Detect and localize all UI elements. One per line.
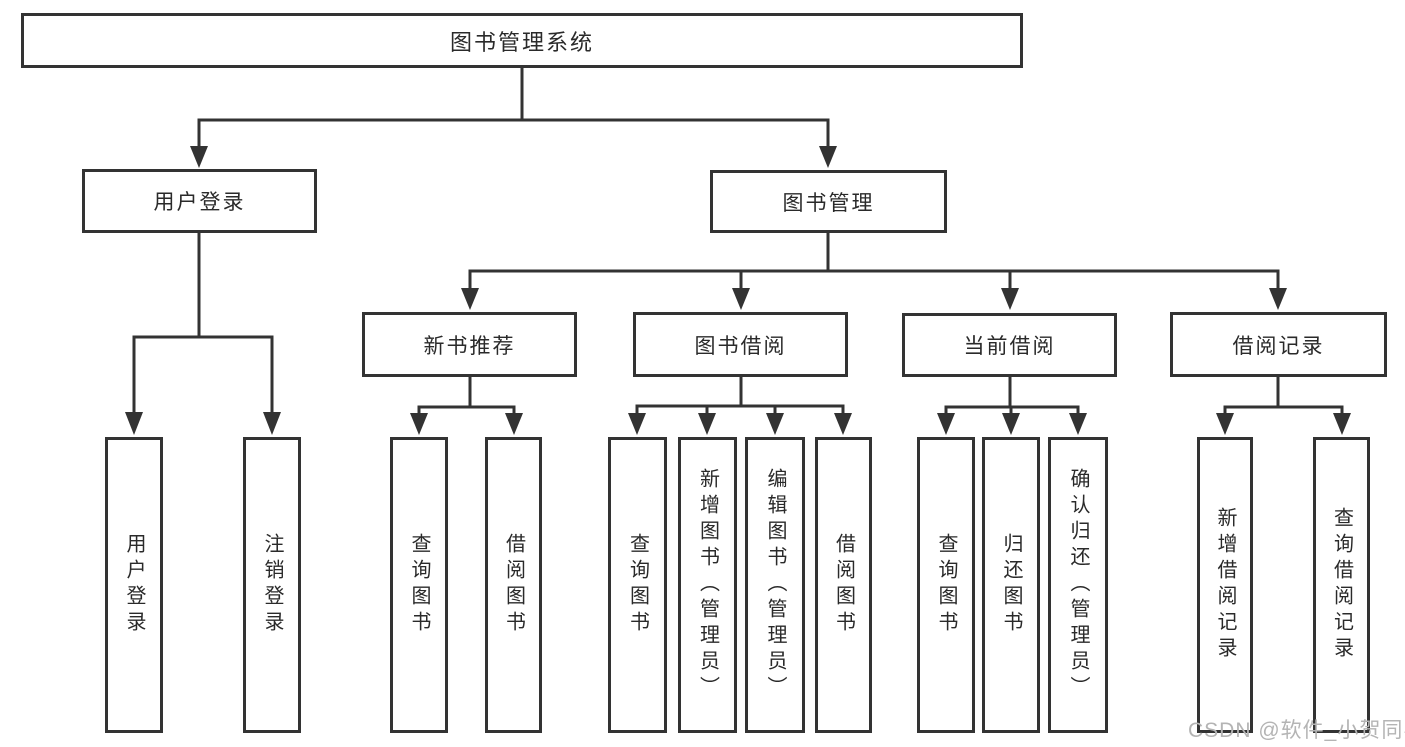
node-label: 借阅记录 [1232,334,1325,358]
node-book-borrow: 图书借阅 [633,312,848,377]
node-label: 用户登录 [153,191,246,214]
connector-current-to-leaves [944,377,1080,417]
leaf-label: 查询图书 [408,533,430,637]
node-label: 图书管理 [782,191,875,215]
leaf-label: 借阅图书 [502,533,525,637]
leaf-label: 借阅图书 [832,533,855,637]
connector-user-to-leaves [132,233,274,416]
leaf-add-borrow-record: 新增借阅记录 [1197,437,1253,733]
node-new-book-recommend: 新书推荐 [362,312,577,377]
node-root-system: 图书管理系统 [21,13,1023,68]
node-book-management-branch: 图书管理 [710,170,947,233]
connector-books-to-level3 [468,233,1280,292]
leaf-label: 确认归还（管理员） [1067,468,1089,702]
node-label: 新书推荐 [423,334,516,358]
leaf-label: 注销登录 [261,533,283,637]
leaf-label: 归还图书 [1000,533,1022,637]
leaf-return-books: 归还图书 [982,437,1040,733]
leaf-borrow-books-recommend: 借阅图书 [485,437,542,733]
connector-borrow-to-leaves [635,377,845,417]
leaf-label: 查询借阅记录 [1330,507,1353,663]
leaf-label: 用户登录 [123,533,145,637]
node-label: 图书管理系统 [449,29,594,55]
connector-root-to-level2 [197,68,830,150]
leaf-label: 查询图书 [626,533,649,637]
leaf-add-books-admin: 新增图书（管理员） [678,437,737,733]
leaf-borrow-books: 借阅图书 [815,437,872,733]
leaf-label: 新增借阅记录 [1214,507,1236,663]
leaf-query-books-current: 查询图书 [917,437,975,733]
leaf-label: 编辑图书（管理员） [764,468,786,702]
leaf-label: 查询图书 [935,533,957,637]
csdn-watermark: CSDN @软件_小贺同学 [1188,719,1405,742]
leaf-confirm-return-admin: 确认归还（管理员） [1048,437,1108,733]
leaf-logout: 注销登录 [243,437,301,733]
leaf-label: 新增图书（管理员） [696,468,719,702]
connector-recommend-to-leaves [417,377,516,417]
connector-records-to-leaves [1223,377,1344,417]
leaf-user-login: 用户登录 [105,437,163,733]
leaf-query-borrow-record: 查询借阅记录 [1313,437,1370,733]
node-borrow-records: 借阅记录 [1170,312,1387,377]
node-label: 当前借阅 [963,335,1056,358]
node-current-borrow: 当前借阅 [902,313,1117,377]
leaf-edit-books-admin: 编辑图书（管理员） [745,437,805,733]
leaf-query-books-recommend: 查询图书 [390,437,448,733]
leaf-query-books-borrow: 查询图书 [608,437,667,733]
node-user-login-branch: 用户登录 [82,169,317,233]
node-label: 图书借阅 [694,334,787,358]
